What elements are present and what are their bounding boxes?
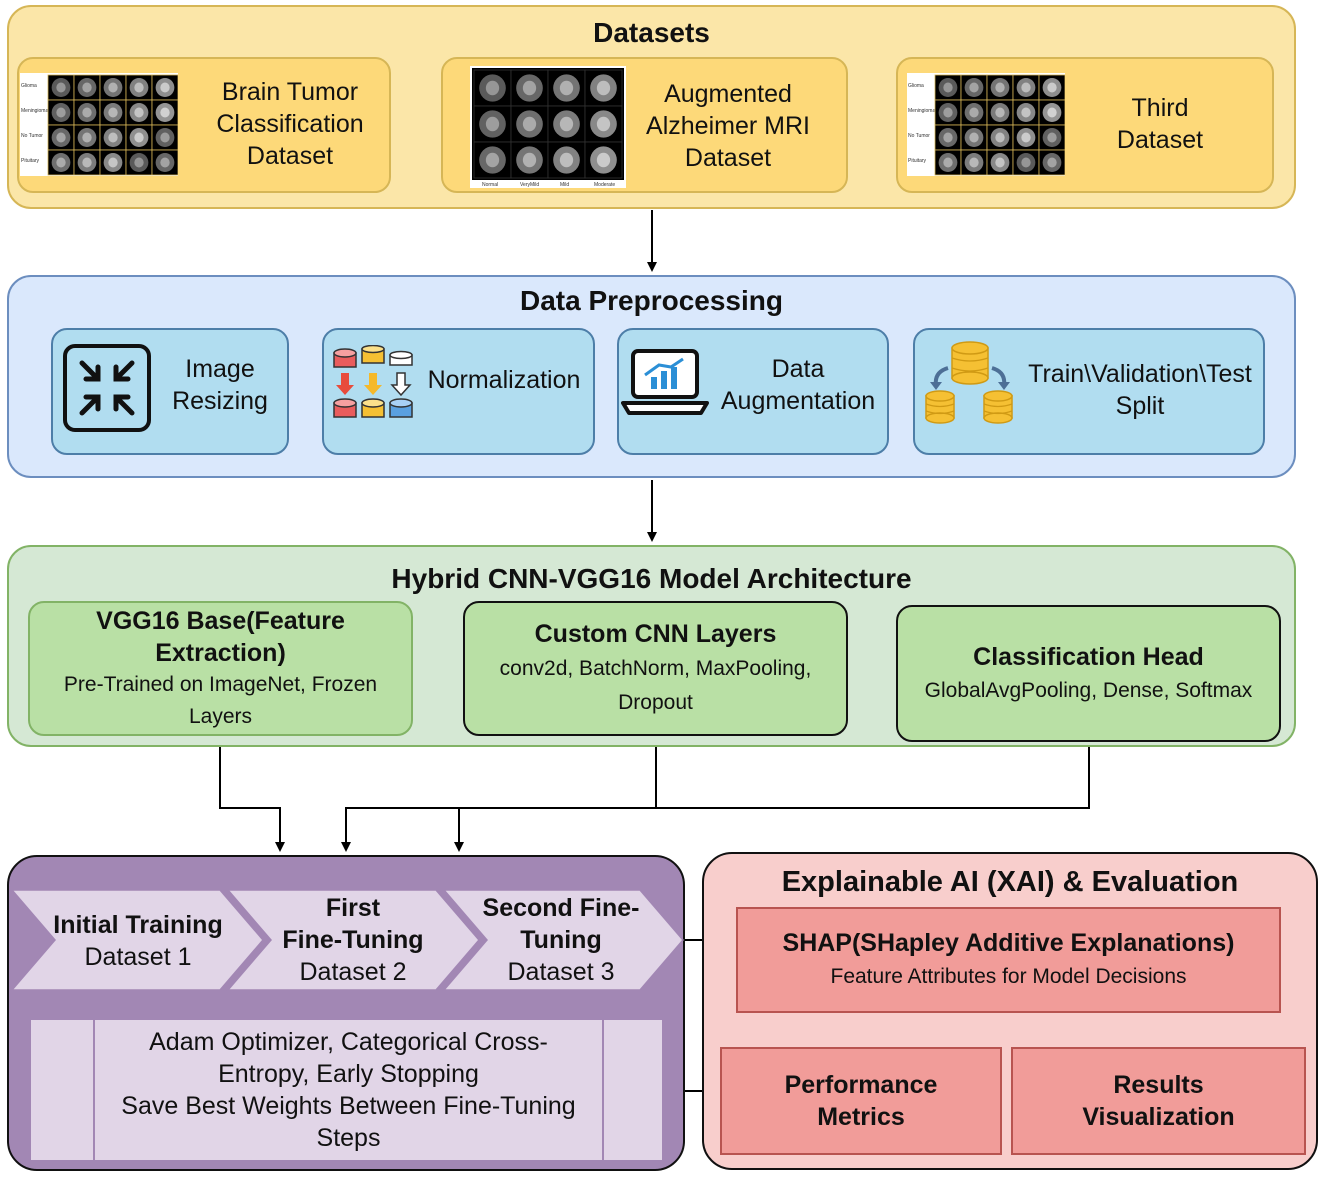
row-label: Glioma [908, 83, 924, 89]
third-dataset-thumbnail: Glioma Meningioma No Tumor Pituitary [907, 73, 1065, 176]
row-label: Meningioma [908, 108, 935, 114]
step-title-line: Tuning [520, 926, 602, 954]
dataset-label-third: Third Dataset [1060, 74, 1260, 174]
cnn-desc-line: Dropout [618, 690, 693, 714]
text-line: Train\Validation\Test [1028, 360, 1252, 388]
preprocess-label-image-resizing: Image Resizing [155, 352, 285, 418]
chevron-step-3 [442, 889, 684, 991]
performance-metrics-box: Performance Metrics [720, 1047, 1002, 1155]
training-steps-chevrons [10, 889, 684, 991]
connector-vgg-to-training [219, 738, 285, 852]
row-label: Meningioma [21, 108, 48, 114]
step-dataset: Dataset 2 [299, 958, 407, 986]
vgg16-desc-line: Pre-Trained on ImageNet, Frozen [63, 672, 378, 696]
alzheimer-thumbnail: Normal VeryMild Mild Moderate [470, 66, 626, 188]
col-label: Normal [482, 182, 498, 188]
vgg16-base-box: VGG16 Base(Feature Extraction) Pre-Train… [28, 601, 413, 736]
row-label: Pituitary [908, 158, 927, 164]
text-line: Performance [784, 1071, 938, 1099]
preprocess-label-split: Train\Validation\Test Split [1016, 357, 1264, 423]
chevron-step-1 [10, 889, 264, 991]
shap-title: SHAP(SHapley Additive Explanations) [782, 929, 1235, 957]
preprocess-label-data-augmentation: Data Augmentation [712, 352, 884, 418]
shap-box: SHAP(SHapley Additive Explanations) Feat… [736, 907, 1281, 1013]
coins-split-icon [925, 341, 1013, 424]
row-label: No Tumor [908, 133, 930, 139]
head-desc: GlobalAvgPooling, Dense, Softmax [924, 678, 1253, 702]
text-line: Dataset [1116, 126, 1204, 154]
step-title-line: Second Fine- [482, 894, 640, 922]
training-step-first-fine-tuning: First Fine-Tuning Dataset 2 [258, 892, 448, 988]
row-label: Glioma [21, 83, 37, 89]
laptop-chart-icon [621, 349, 709, 415]
notes-line: Save Best Weights Between Fine-Tuning [121, 1092, 576, 1120]
notes-line: Adam Optimizer, Categorical Cross- [149, 1028, 548, 1056]
preprocess-card-image-resizing [51, 328, 289, 455]
row-label: No Tumor [21, 133, 43, 139]
training-notes: Adam Optimizer, Categorical Cross- Entro… [95, 1024, 602, 1156]
results-visualization-box: Results Visualization [1011, 1047, 1306, 1155]
step-title-line: Initial Training [53, 911, 223, 939]
cnn-title: Custom CNN Layers [534, 619, 777, 648]
text-line: Normalization [427, 366, 581, 394]
training-step-initial: Initial Training Dataset 1 [40, 907, 236, 975]
text-line: Classification [216, 110, 364, 138]
connector-head-to-training [454, 742, 1090, 852]
text-line: Resizing [172, 387, 268, 415]
notes-line: Entropy, Early Stopping [218, 1060, 479, 1088]
text-line: Visualization [1082, 1103, 1235, 1131]
classification-head-box: Classification Head GlobalAvgPooling, De… [896, 605, 1281, 742]
text-line: Metrics [817, 1103, 905, 1131]
xai-title: Explainable AI (XAI) & Evaluation [781, 866, 1239, 898]
col-label: Moderate [594, 182, 615, 188]
step-title-line: Fine-Tuning [282, 926, 424, 954]
custom-cnn-box: Custom CNN Layers conv2d, BatchNorm, Max… [463, 601, 848, 736]
text-line: Data [771, 355, 825, 383]
col-label: Mild [560, 182, 569, 188]
col-label: VeryMild [520, 182, 539, 188]
chevron-step-2 [226, 889, 480, 991]
dataset-label-alzheimer: Augmented Alzheimer MRI Dataset [628, 76, 828, 176]
text-line: Dataset [246, 142, 334, 170]
text-line: Results [1113, 1071, 1204, 1099]
text-line: Split [1115, 392, 1165, 420]
database-normalize-icon [333, 345, 413, 418]
head-title: Classification Head [973, 642, 1204, 671]
step-dataset: Dataset 3 [507, 958, 615, 986]
dataset-label-brain-tumor: Brain Tumor Classification Dataset [190, 74, 390, 174]
preprocessing-title: Data Preprocessing [520, 285, 783, 316]
step-title-line: First [325, 894, 381, 922]
step-dataset: Dataset 1 [84, 943, 192, 971]
training-notes-box: Adam Optimizer, Categorical Cross- Entro… [29, 1018, 664, 1162]
brain-tumor-thumbnail: Glioma Meningioma No Tumor Pituitary [20, 73, 178, 176]
notes-left-bar [93, 1020, 95, 1160]
model-title: Hybrid CNN-VGG16 Model Architecture [391, 563, 912, 594]
text-line: Third [1131, 94, 1189, 122]
text-line: Augmented [664, 80, 792, 108]
notes-line: Steps [316, 1124, 381, 1152]
datasets-title: Datasets [593, 17, 710, 48]
text-line: Brain Tumor [221, 78, 359, 106]
vgg16-desc-line: Layers [188, 704, 253, 728]
notes-right-bar [602, 1020, 604, 1160]
cnn-desc-line: conv2d, BatchNorm, MaxPooling, [499, 656, 812, 680]
vgg16-title-line: Extraction) [155, 638, 286, 667]
text-line: Augmentation [720, 387, 876, 415]
text-line: Alzheimer MRI [646, 112, 810, 140]
preprocess-label-normalization: Normalization [418, 362, 590, 398]
text-line: Image [185, 355, 255, 383]
text-line: Dataset [684, 144, 772, 172]
training-step-second-fine-tuning: Second Fine- Tuning Dataset 3 [466, 892, 656, 988]
vgg16-title-line: VGG16 Base(Feature [96, 606, 345, 635]
resize-icon [63, 344, 151, 432]
shap-desc: Feature Attributes for Model Decisions [830, 965, 1187, 988]
row-label: Pituitary [21, 158, 40, 164]
